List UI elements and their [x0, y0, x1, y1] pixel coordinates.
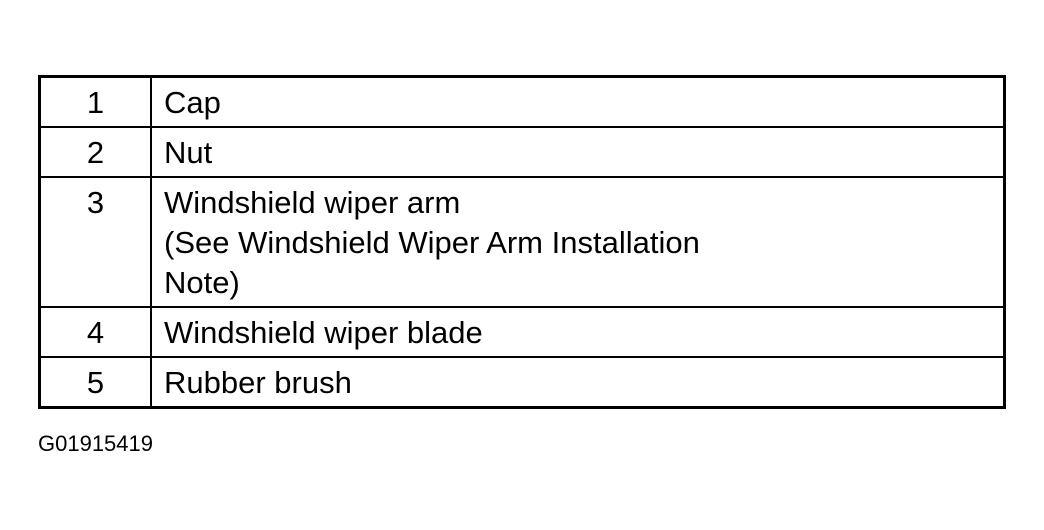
table-row: 1 Cap	[38, 75, 1006, 128]
parts-legend-table: 1 Cap 2 Nut 3 Windshield wiper arm (See …	[38, 75, 1006, 409]
item-description: Windshield wiper arm (See Windshield Wip…	[150, 176, 1006, 308]
item-number: 5	[38, 356, 152, 409]
item-number: 4	[38, 306, 152, 358]
table-row: 3 Windshield wiper arm (See Windshield W…	[38, 176, 1006, 308]
item-description: Nut	[150, 126, 1006, 178]
description-line: Windshield wiper blade	[164, 315, 483, 350]
table-row: 2 Nut	[38, 126, 1006, 178]
item-description: Cap	[150, 75, 1006, 128]
description-line: Rubber brush	[164, 365, 352, 400]
item-number: 2	[38, 126, 152, 178]
item-description: Windshield wiper blade	[150, 306, 1006, 358]
description-line: Nut	[164, 135, 213, 170]
description-line: Note)	[164, 265, 240, 300]
figure-id: G01915419	[38, 431, 153, 456]
item-number: 3	[38, 176, 152, 308]
description-line: Windshield wiper arm	[164, 185, 461, 220]
item-number: 1	[38, 75, 152, 128]
description-line: (See Windshield Wiper Arm Installation	[164, 225, 700, 260]
description-line: Cap	[164, 85, 221, 120]
table-row: 4 Windshield wiper blade	[38, 306, 1006, 358]
table-row: 5 Rubber brush	[38, 356, 1006, 409]
item-description: Rubber brush	[150, 356, 1006, 409]
